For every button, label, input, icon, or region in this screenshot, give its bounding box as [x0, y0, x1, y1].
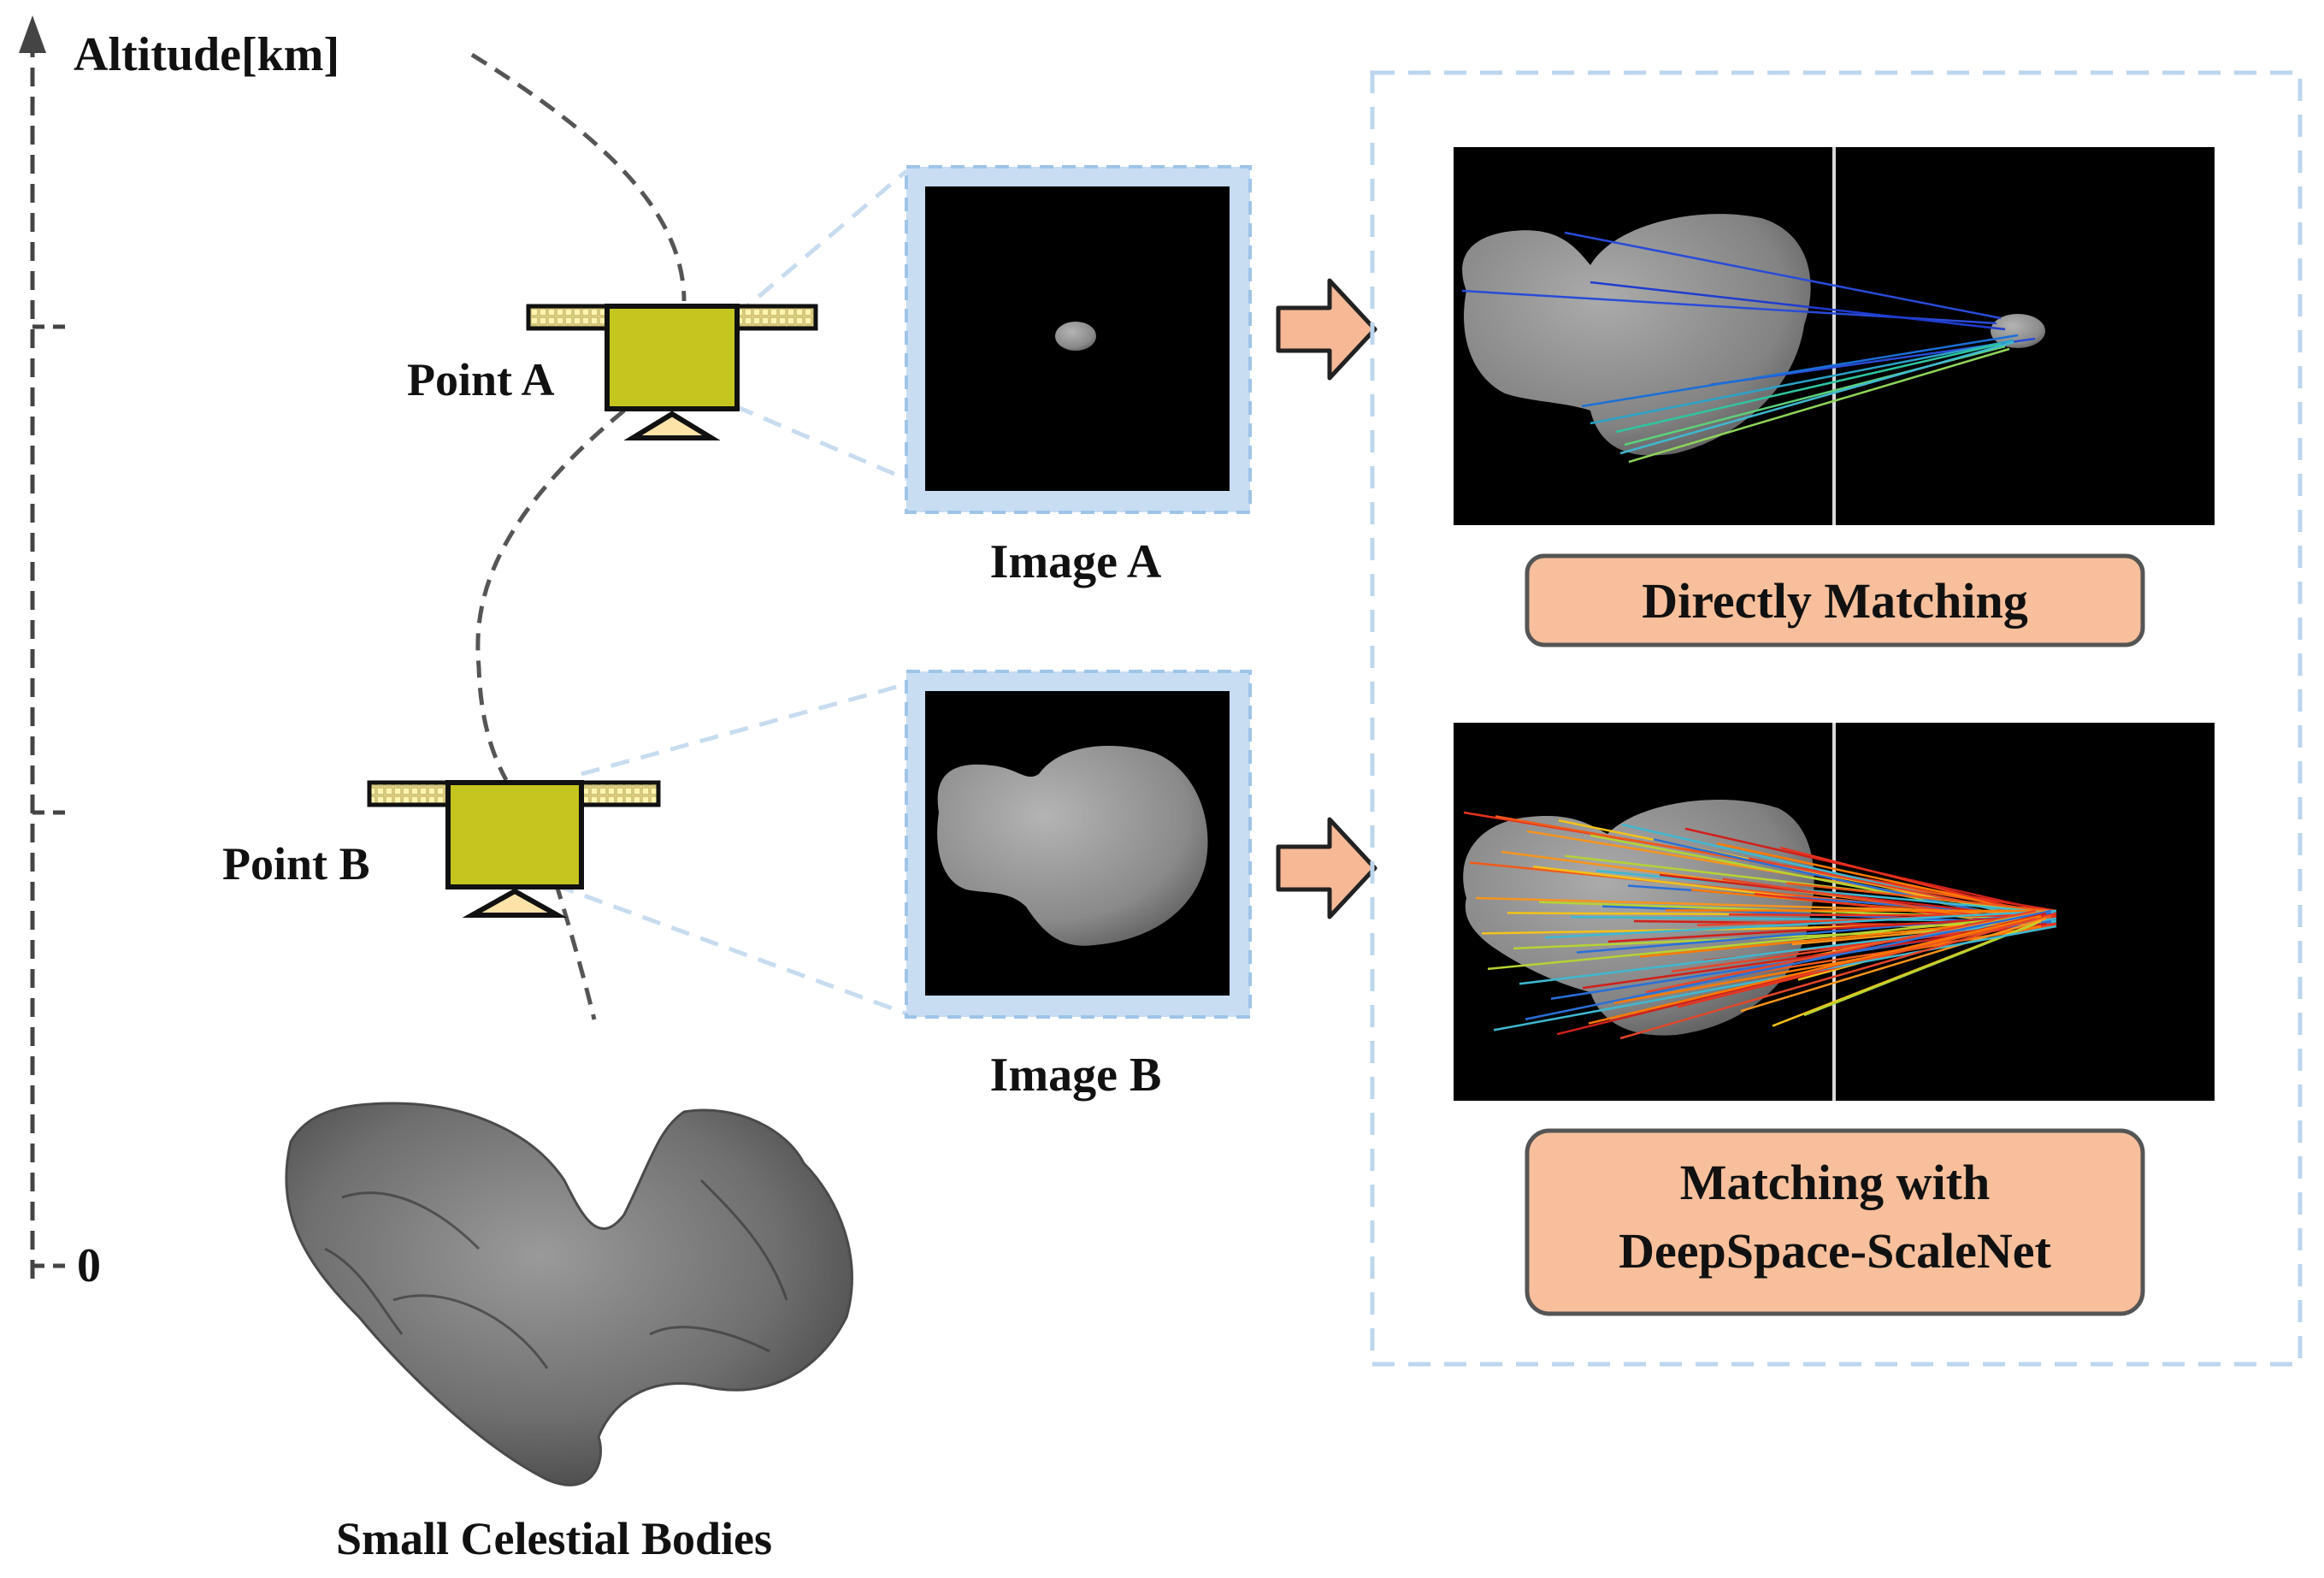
match-line: [1785, 882, 2052, 913]
arrow-icon: [1276, 278, 1377, 381]
spacecraft-body: [445, 780, 584, 889]
altitude-axis: [19, 15, 68, 1279]
spacecraft-a: [526, 304, 818, 440]
match-result-direct: [1454, 147, 2215, 525]
method-deepspace-line1: Matching with: [1680, 1155, 1991, 1210]
comet-large-icon: [937, 746, 1208, 946]
match-line: [1728, 913, 2057, 918]
match-line: [1740, 917, 2047, 1013]
solar-panel-right: [734, 304, 818, 331]
image-a-caption: Image A: [990, 535, 1162, 588]
image-a-frame: [905, 165, 1252, 514]
comet-small-icon: [1055, 322, 1096, 351]
point-b-label: Point B: [222, 838, 370, 889]
match-line: [1671, 919, 2037, 973]
match-line: [1588, 914, 2042, 1025]
image-b-caption: Image B: [990, 1049, 1162, 1102]
solar-panel-left: [526, 304, 610, 331]
results-panel: [1370, 70, 2303, 1367]
axis-title: Altitude[km]: [74, 28, 339, 81]
view-cone-a: [734, 169, 908, 482]
image-b-frame: [905, 670, 1252, 1019]
body-caption: Small Celestial Bodies: [336, 1513, 772, 1564]
axis-zero-label: 0: [77, 1239, 101, 1292]
spacecraft-body: [605, 304, 740, 411]
view-cone-b: [555, 682, 907, 1016]
method-label-direct: Directly Matching: [1525, 553, 2145, 647]
match-line: [1645, 909, 2037, 994]
arrow-icon: [1276, 817, 1377, 919]
method-direct-text: Directly Matching: [1642, 573, 2028, 629]
match-line: [1544, 909, 2057, 939]
match-line: [1525, 909, 2052, 1021]
match-line: [1803, 922, 2037, 1017]
match-line: [1613, 925, 2042, 1004]
match-lines: [1463, 811, 2057, 1040]
trajectory-path: [470, 52, 687, 1020]
solar-panel-left: [367, 780, 451, 807]
method-deepspace-line2: DeepSpace-ScaleNet: [1619, 1223, 2051, 1279]
match-line: [1596, 869, 2057, 915]
spacecraft-b: [367, 780, 661, 918]
match-line: [1665, 909, 2042, 913]
match-line: [1607, 914, 2047, 943]
match-result-deepspace: [1454, 723, 2215, 1101]
comet-illustration: [285, 1102, 853, 1486]
match-line: [1519, 917, 2057, 985]
point-a-label: Point A: [407, 354, 555, 405]
match-line: [1487, 914, 2037, 971]
match-line: [1619, 917, 2037, 1040]
method-label-deepspace: Matching with DeepSpace-ScaleNet: [1525, 1128, 2145, 1316]
sensor-cone: [623, 411, 721, 440]
solar-panel-right: [577, 780, 661, 807]
sensor-cone: [462, 888, 568, 918]
